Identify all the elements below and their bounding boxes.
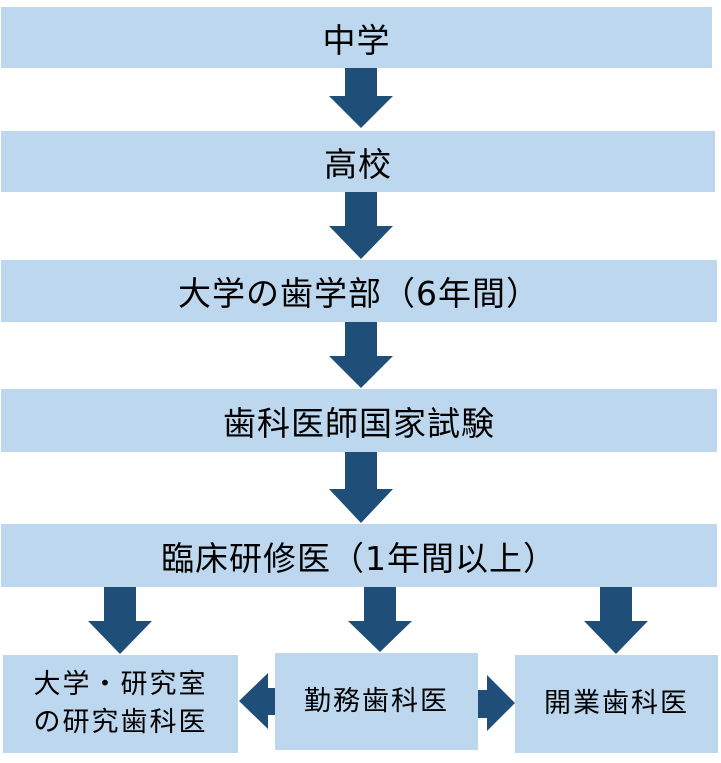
arrow-left-icon [239, 673, 275, 729]
step-label: 中学 [322, 20, 391, 60]
arrow-down-icon [584, 587, 648, 654]
arrow-down-icon [329, 192, 393, 259]
step-clinical-residency: 臨床研修医（1年間以上） [1, 524, 717, 587]
step-high-school: 高校 [1, 131, 715, 192]
outcome-practice-owner: 開業歯科医 [515, 655, 718, 753]
arrow-right-icon [478, 675, 515, 731]
step-label: 高校 [324, 144, 392, 184]
arrow-down-icon [329, 452, 393, 523]
outcome-research-dentist: 大学・研究室 の研究歯科医 [3, 655, 238, 753]
step-label: 大学の歯学部（6年間） [178, 274, 540, 313]
outcome-employed-dentist: 勤務歯科医 [275, 653, 478, 750]
outcome-label-line1: 大学・研究室 [33, 669, 208, 700]
step-label: 歯科医師国家試験 [223, 403, 495, 443]
step-dental-school: 大学の歯学部（6年間） [1, 260, 717, 322]
arrow-down-icon [88, 587, 152, 654]
arrow-down-icon [348, 587, 412, 652]
arrow-down-icon [329, 322, 393, 388]
step-label: 臨床研修医（1年間以上） [161, 538, 557, 578]
outcome-label: 開業歯科医 [544, 688, 689, 719]
step-national-exam: 歯科医師国家試験 [1, 389, 717, 452]
outcome-label-line2: の研究歯科医 [33, 707, 208, 738]
step-junior-high: 中学 [1, 7, 712, 68]
outcome-label: 勤務歯科医 [304, 685, 449, 717]
arrow-down-icon [329, 68, 393, 128]
